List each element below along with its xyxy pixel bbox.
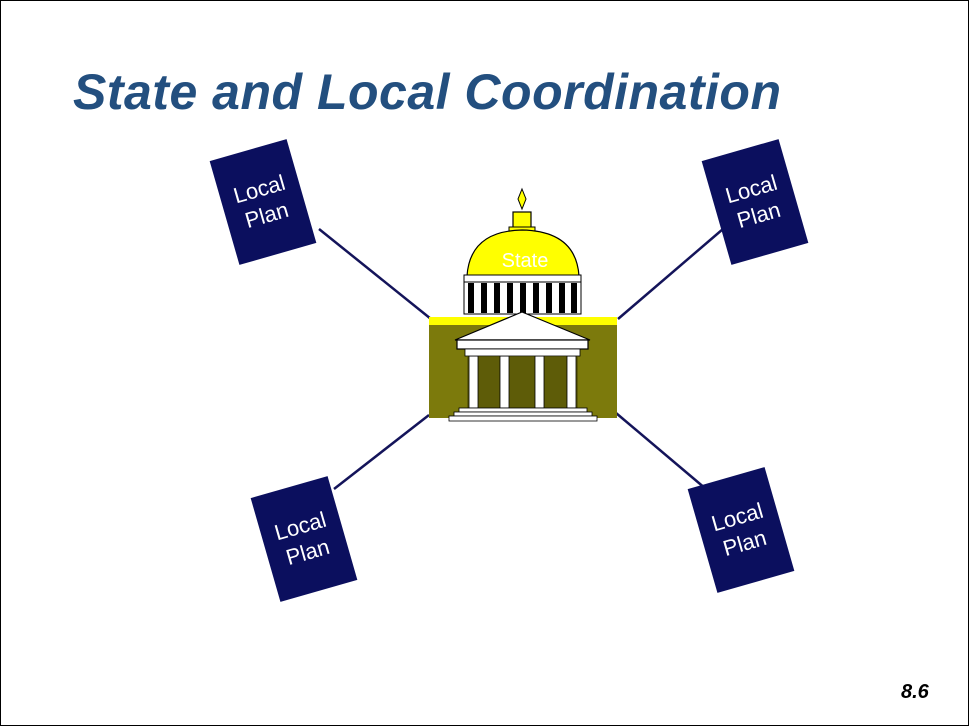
finial [517,187,527,211]
local-plan-text: Local Plan [271,506,333,571]
connector-line-top-left [318,228,432,320]
connector-line-bottom-left [333,414,430,490]
lantern [512,211,532,229]
local-plan-text: Local Plan [722,169,784,234]
slide-title: State and Local Coordination [73,64,782,120]
connector-line-top-right [617,228,724,320]
steps [448,407,598,422]
local-plan-box-top-left [209,139,317,265]
capitol-building-icon: State [429,187,617,422]
drum-colonnade [463,281,582,315]
dome [466,229,580,277]
connector-line-bottom-right [615,412,707,490]
state-label: State [502,250,549,272]
local-plan-box-bottom-right [687,467,795,593]
local-plan-text: Local Plan [708,497,770,562]
local-plan-box-top-right [701,139,809,265]
page-number: 8.6 [901,681,929,703]
local-plan-text: Local Plan [230,169,292,234]
local-plan-box-bottom-left [250,476,358,602]
